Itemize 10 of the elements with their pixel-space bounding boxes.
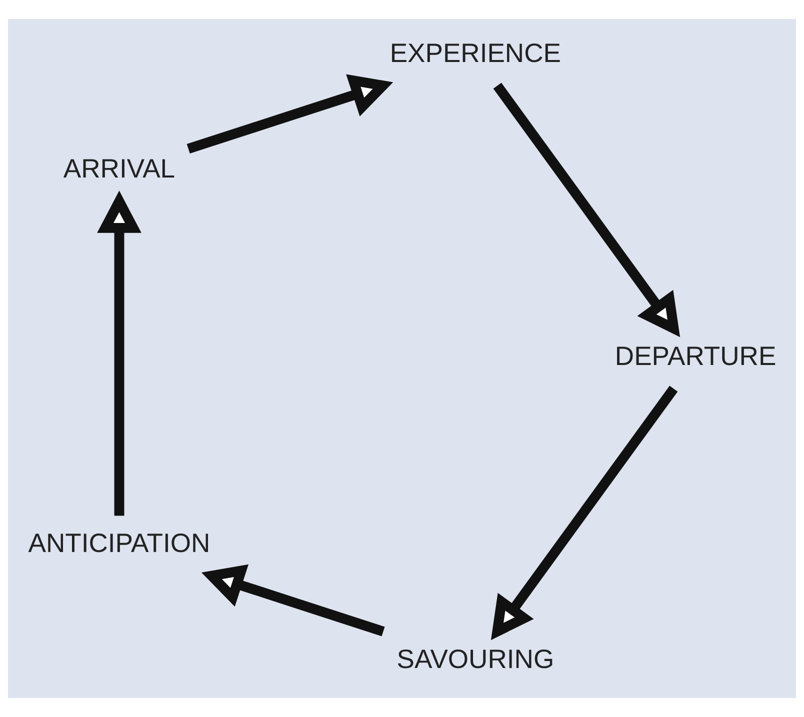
node-text: EXPERIENCE <box>390 38 561 68</box>
arrow <box>97 190 142 516</box>
arrow <box>493 82 680 338</box>
arrow <box>201 564 385 636</box>
node-text: SAVOURING <box>396 644 554 674</box>
node-text: ARRIVAL <box>63 154 176 184</box>
arrow <box>186 74 394 154</box>
arrow <box>490 386 678 640</box>
node-text: DEPARTURE <box>614 340 776 371</box>
node-text: ANTICIPATION <box>28 528 210 558</box>
